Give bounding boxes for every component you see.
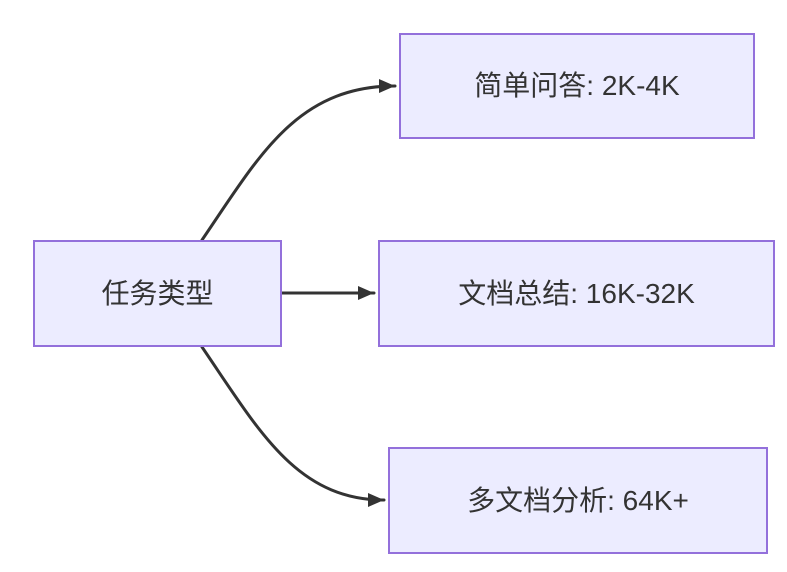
node-doc-summary-label: 文档总结: 16K-32K (458, 277, 695, 309)
node-simple-qa-label: 简单问答: 2K-4K (474, 70, 680, 102)
node-simple-qa: 简单问答: 2K-4K (399, 33, 755, 139)
node-doc-summary: 文档总结: 16K-32K (378, 240, 775, 347)
node-multi-doc-analysis: 多文档分析: 64K+ (388, 447, 768, 554)
edge-root-to-branch1 (200, 79, 397, 242)
node-task-type-label: 任务类型 (101, 277, 214, 309)
node-task-type: 任务类型 (33, 240, 282, 347)
edge-root-to-branch3 (200, 345, 386, 507)
node-multi-doc-analysis-label: 多文档分析: 64K+ (467, 484, 689, 516)
